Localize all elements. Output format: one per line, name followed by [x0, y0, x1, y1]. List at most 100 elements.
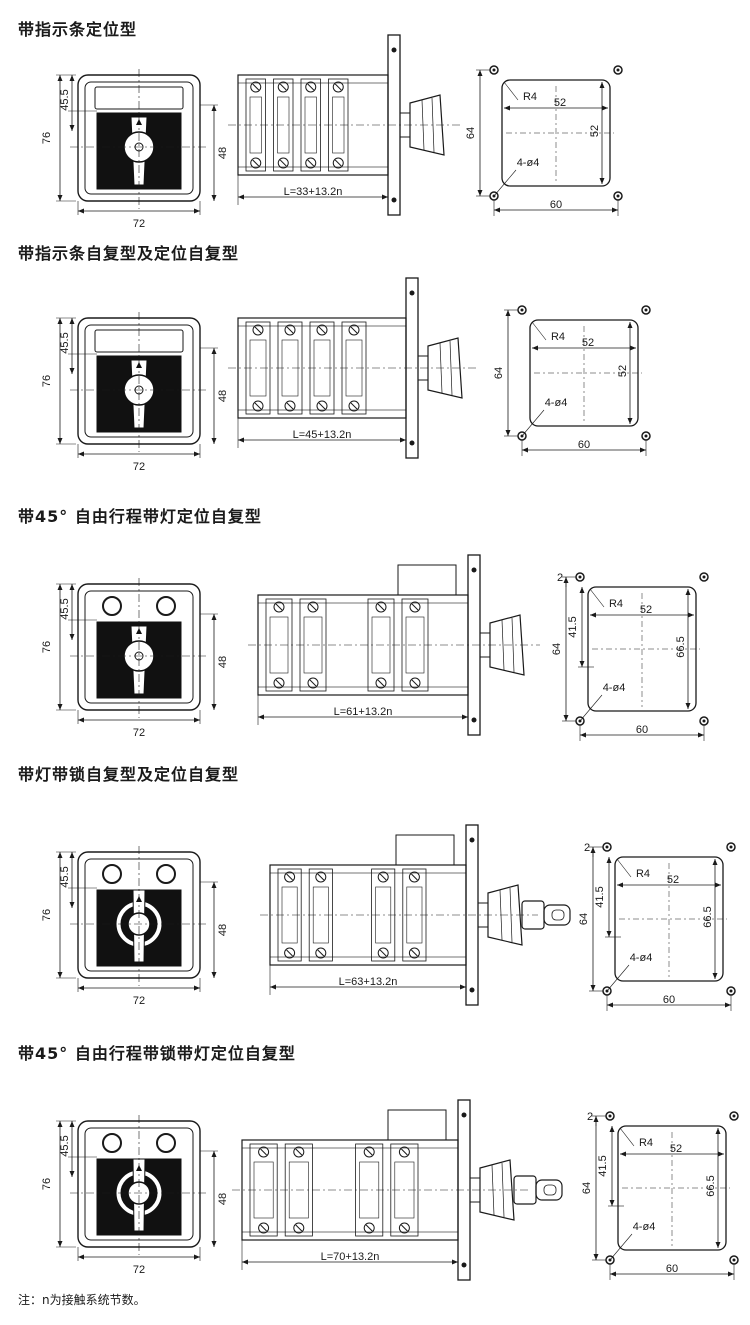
dim-inner-height: 45.5	[59, 89, 71, 110]
terminal-screw	[305, 81, 317, 93]
terminal-screw	[375, 601, 387, 613]
terminal-screw	[273, 601, 285, 613]
lamp-box	[395, 834, 455, 866]
dim-holes: 4-ø4	[517, 157, 540, 169]
terminal-screw	[315, 947, 327, 959]
dim-width: 72	[133, 461, 145, 473]
dim-outer-width: 60	[550, 199, 562, 211]
terminal-screw	[408, 871, 420, 883]
dim-outer-height: 64	[465, 127, 477, 139]
section-title-2: 带指示条自复型及定位自复型	[18, 244, 240, 263]
dim-height: 76	[41, 641, 53, 653]
terminal-screw	[348, 324, 360, 336]
terminal-screw	[398, 1146, 410, 1158]
lamp-right	[156, 864, 176, 884]
dim-outer-height: 64	[578, 913, 590, 925]
side-view-2: L=45+13.2n	[228, 277, 478, 459]
dim-inner-height: 45.5	[59, 1135, 71, 1156]
dim-length: L=33+13.2n	[284, 186, 343, 198]
dim-48: 48	[217, 147, 229, 159]
section-title-1: 带指示条定位型	[18, 20, 138, 39]
contact-block	[390, 1143, 419, 1237]
terminal-screw	[284, 324, 296, 336]
dim-cutout-height: 52	[617, 365, 629, 377]
side-view-3: L=61+13.2n	[248, 554, 540, 736]
dim-cutout-height: 66.5	[702, 906, 714, 927]
dim-cutout-width: 52	[582, 337, 594, 349]
dim-mid-height: 41.5	[567, 616, 579, 637]
terminal-screw	[377, 947, 389, 959]
terminal-screw	[250, 157, 262, 169]
front-view-5: 76 45.5 48 72	[41, 1115, 229, 1276]
dim-outer-width: 60	[666, 1263, 678, 1275]
terminal-screw	[284, 947, 296, 959]
dim-cutout-width: 52	[670, 1143, 682, 1155]
dim-top-offset: 2	[557, 572, 563, 584]
dim-width: 72	[133, 1264, 145, 1276]
dim-length: L=70+13.2n	[321, 1251, 380, 1263]
dim-height: 76	[41, 909, 53, 921]
dim-height: 76	[41, 132, 53, 144]
dim-outer-width: 60	[636, 724, 648, 736]
dim-48: 48	[217, 1193, 229, 1205]
dim-top-offset: 2	[587, 1111, 593, 1123]
dim-width: 72	[133, 995, 145, 1007]
section-title-4: 带灯带锁自复型及定位自复型	[18, 765, 240, 784]
terminal-screw	[363, 1146, 375, 1158]
dim-outer-width: 60	[663, 994, 675, 1006]
terminal-screw	[375, 677, 387, 689]
dim-height: 76	[41, 1178, 53, 1190]
terminal-screw	[293, 1146, 305, 1158]
dim-radius: R4	[609, 598, 623, 610]
terminal-screw	[348, 400, 360, 412]
dim-height: 76	[41, 375, 53, 387]
dim-48: 48	[217, 656, 229, 668]
knob-side	[479, 1159, 515, 1221]
dim-cutout-height: 52	[589, 125, 601, 137]
lamp-box	[397, 564, 457, 596]
lamp-left	[102, 864, 122, 884]
dim-mid-height: 41.5	[597, 1155, 609, 1176]
key-icon	[543, 904, 571, 926]
knob-side	[427, 337, 463, 399]
footnote: 注：n为接触系统节数。	[18, 1293, 146, 1307]
terminal-screw	[307, 601, 319, 613]
dim-inner-height: 45.5	[59, 332, 71, 353]
terminal-screw	[316, 324, 328, 336]
dim-inner-height: 45.5	[59, 598, 71, 619]
dim-holes: 4-ø4	[630, 952, 653, 964]
dim-length: L=61+13.2n	[334, 706, 393, 718]
terminal-screw	[293, 1222, 305, 1234]
dim-length: L=63+13.2n	[339, 976, 398, 988]
terminal-screw	[332, 81, 344, 93]
dim-outer-height: 64	[493, 367, 505, 379]
terminal-screw	[284, 871, 296, 883]
side-view-1: L=33+13.2n	[228, 34, 460, 216]
dim-top-offset: 2	[584, 842, 590, 854]
terminal-screw	[252, 400, 264, 412]
dim-mid-height: 41.5	[594, 886, 606, 907]
dim-holes: 4-ø4	[545, 397, 568, 409]
lamp-right	[156, 596, 176, 616]
key-icon	[535, 1179, 563, 1201]
lamp-left	[102, 1133, 122, 1153]
dim-radius: R4	[636, 868, 650, 880]
terminal-screw	[250, 81, 262, 93]
dim-inner-height: 45.5	[59, 866, 71, 887]
dim-outer-width: 60	[578, 439, 590, 451]
terminal-screw	[307, 677, 319, 689]
section-title-3: 带45° 自由行程带灯定位自复型	[18, 507, 262, 526]
terminal-screw	[408, 947, 420, 959]
terminal-screw	[409, 677, 421, 689]
dim-radius: R4	[523, 91, 537, 103]
section-title-5: 带45° 自由行程带锁带灯定位自复型	[18, 1044, 296, 1063]
dim-length: L=45+13.2n	[293, 429, 352, 441]
lamp-box	[387, 1109, 447, 1141]
